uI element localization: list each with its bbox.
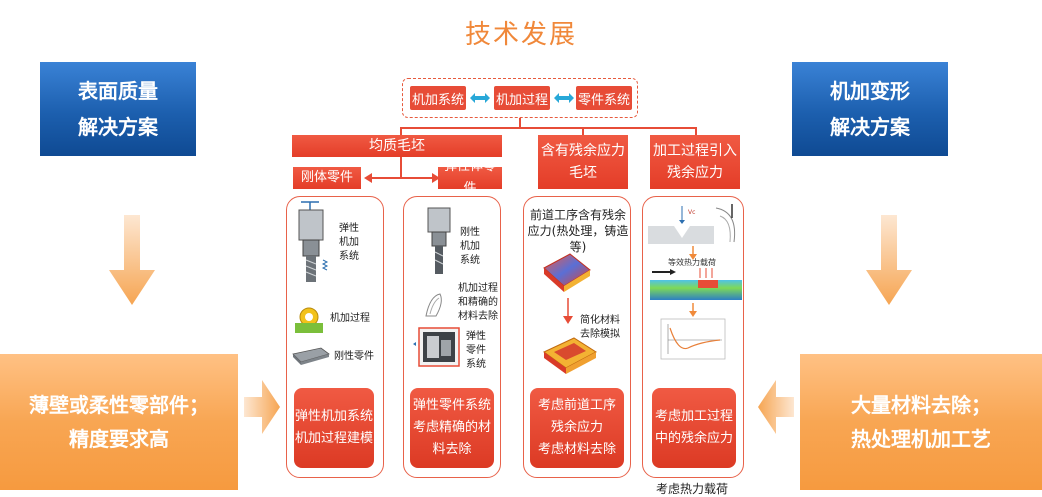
cutting-process-illustration: Vc (648, 204, 736, 244)
connector-line (400, 127, 402, 135)
material-removal-box: 大量材料去除； 热处理机加工艺 (800, 354, 1042, 490)
page-title: 技术发展 (464, 20, 577, 50)
down-arrow-icon (563, 298, 573, 324)
panel3-summary-line2: 残余应力 (550, 420, 603, 435)
panel1-summary-line2: 机加过程建模 (294, 431, 373, 446)
elastic-part-label: 弹性体零件 (438, 159, 502, 196)
surface-quality-line1: 表面质量 (78, 79, 158, 103)
machining-deformation-solution-box: 机加变形 解决方案 (792, 62, 948, 156)
rigid-spindle-illustration (427, 207, 451, 274)
uniform-blank-label: 均质毛坯 (292, 135, 502, 157)
footer-note: 考虑热力载荷 (656, 482, 729, 496)
connector-line (519, 118, 521, 128)
process-residual-stress-label: 加工过程引入 残余应力 (650, 135, 740, 189)
machining-process-illustration (295, 307, 323, 333)
machining-deformation-line2: 解决方案 (830, 115, 910, 139)
spindle-tool-illustration (298, 201, 329, 282)
right-arrow-icon (244, 380, 280, 434)
rigid-part-label: 刚体零件 (293, 167, 361, 189)
down-arrow-icon (689, 246, 697, 260)
process-residual-line1: 加工过程引入 (653, 143, 737, 159)
residual-stress-blank-label: 含有残余应力 毛坯 (538, 135, 628, 189)
panel2-elastic-part-text: 弹性 零件 系统 (466, 331, 486, 370)
panel2-summary-line1: 弹性零件系统 (412, 398, 491, 413)
material-removal-line2: 热处理机加工艺 (851, 427, 991, 451)
residual-blank-line2: 毛坯 (569, 165, 597, 181)
panel3-summary: 考虑前道工序 残余应力 考虑材料去除 (530, 388, 624, 468)
residual-stress-blank-illustration (543, 253, 591, 292)
svg-text:Vc: Vc (688, 209, 695, 216)
double-arrow-icon (470, 93, 490, 103)
part-system-label: 零件系统 (576, 86, 632, 110)
down-arrow-icon (689, 303, 697, 317)
thermal-load-illustration (650, 268, 742, 300)
machine-system-label: 机加系统 (410, 86, 466, 110)
thin-wall-line1: 薄壁或柔性零部件； (29, 393, 209, 417)
surface-quality-solution-box: 表面质量 解决方案 (40, 62, 196, 156)
process-residual-line2: 残余应力 (667, 165, 723, 181)
panel4-summary-line2: 中的残余应力 (654, 431, 733, 446)
panel1-process-text: 机加过程 (330, 313, 370, 324)
panel2-rigid-system-text: 刚性 机加 系统 (460, 227, 480, 266)
right-down-arrow-icon (866, 215, 912, 305)
panel3-summary-line1: 考虑前道工序 (537, 398, 616, 413)
panel4-equivalent-load-text: 等效热力载荷 (668, 258, 716, 267)
panel1-rigid-part-text: 刚性零件 (334, 351, 374, 362)
rigid-part-illustration (292, 347, 330, 365)
simplified-removal-illustration (543, 337, 597, 374)
panel1-summary: 弹性机加系统 机加过程建模 (294, 388, 374, 468)
residual-blank-line1: 含有残余应力 (541, 143, 625, 159)
surface-quality-line2: 解决方案 (78, 115, 158, 139)
connector-line (400, 127, 696, 129)
elastic-part-illustration (413, 327, 460, 367)
split-arrow-icon (364, 173, 440, 183)
panel3-summary-line3: 考虑材料去除 (537, 442, 616, 457)
panel2-summary-line3: 料去除 (432, 442, 472, 457)
left-down-arrow-icon (109, 215, 155, 305)
material-removal-illustration (425, 293, 442, 317)
thin-wall-line2: 精度要求高 (69, 427, 169, 451)
machining-process-label: 机加过程 (494, 86, 550, 110)
machining-deformation-line1: 机加变形 (830, 79, 910, 103)
panel4-summary: 考虑加工过程 中的残余应力 (652, 388, 736, 468)
thin-wall-parts-box: 薄壁或柔性零部件； 精度要求高 (0, 354, 238, 490)
panel2-summary: 弹性零件系统 考虑精确的材 料去除 (410, 388, 494, 468)
connector-line (582, 127, 584, 135)
panel4-summary-line1: 考虑加工过程 (654, 409, 733, 424)
panel3-simplified-text: 简化材料 去除模拟 (580, 315, 620, 340)
connector-line (695, 127, 697, 135)
panel1-elastic-system-text: 弹性 机加 系统 (339, 223, 359, 262)
panel3-top-text: 前道工序含有残余应力(热处理，铸造等) (527, 208, 629, 254)
double-arrow-icon (554, 93, 574, 103)
connector-line (400, 157, 402, 179)
stress-curve-illustration (660, 318, 726, 360)
material-removal-line1: 大量材料去除； (851, 393, 991, 417)
panel1-summary-line1: 弹性机加系统 (294, 409, 373, 424)
panel2-summary-line2: 考虑精确的材 (412, 420, 491, 435)
panel2-process-text: 机加过程 和精确的 材料去除 (458, 283, 498, 322)
left-arrow-icon (758, 380, 794, 434)
